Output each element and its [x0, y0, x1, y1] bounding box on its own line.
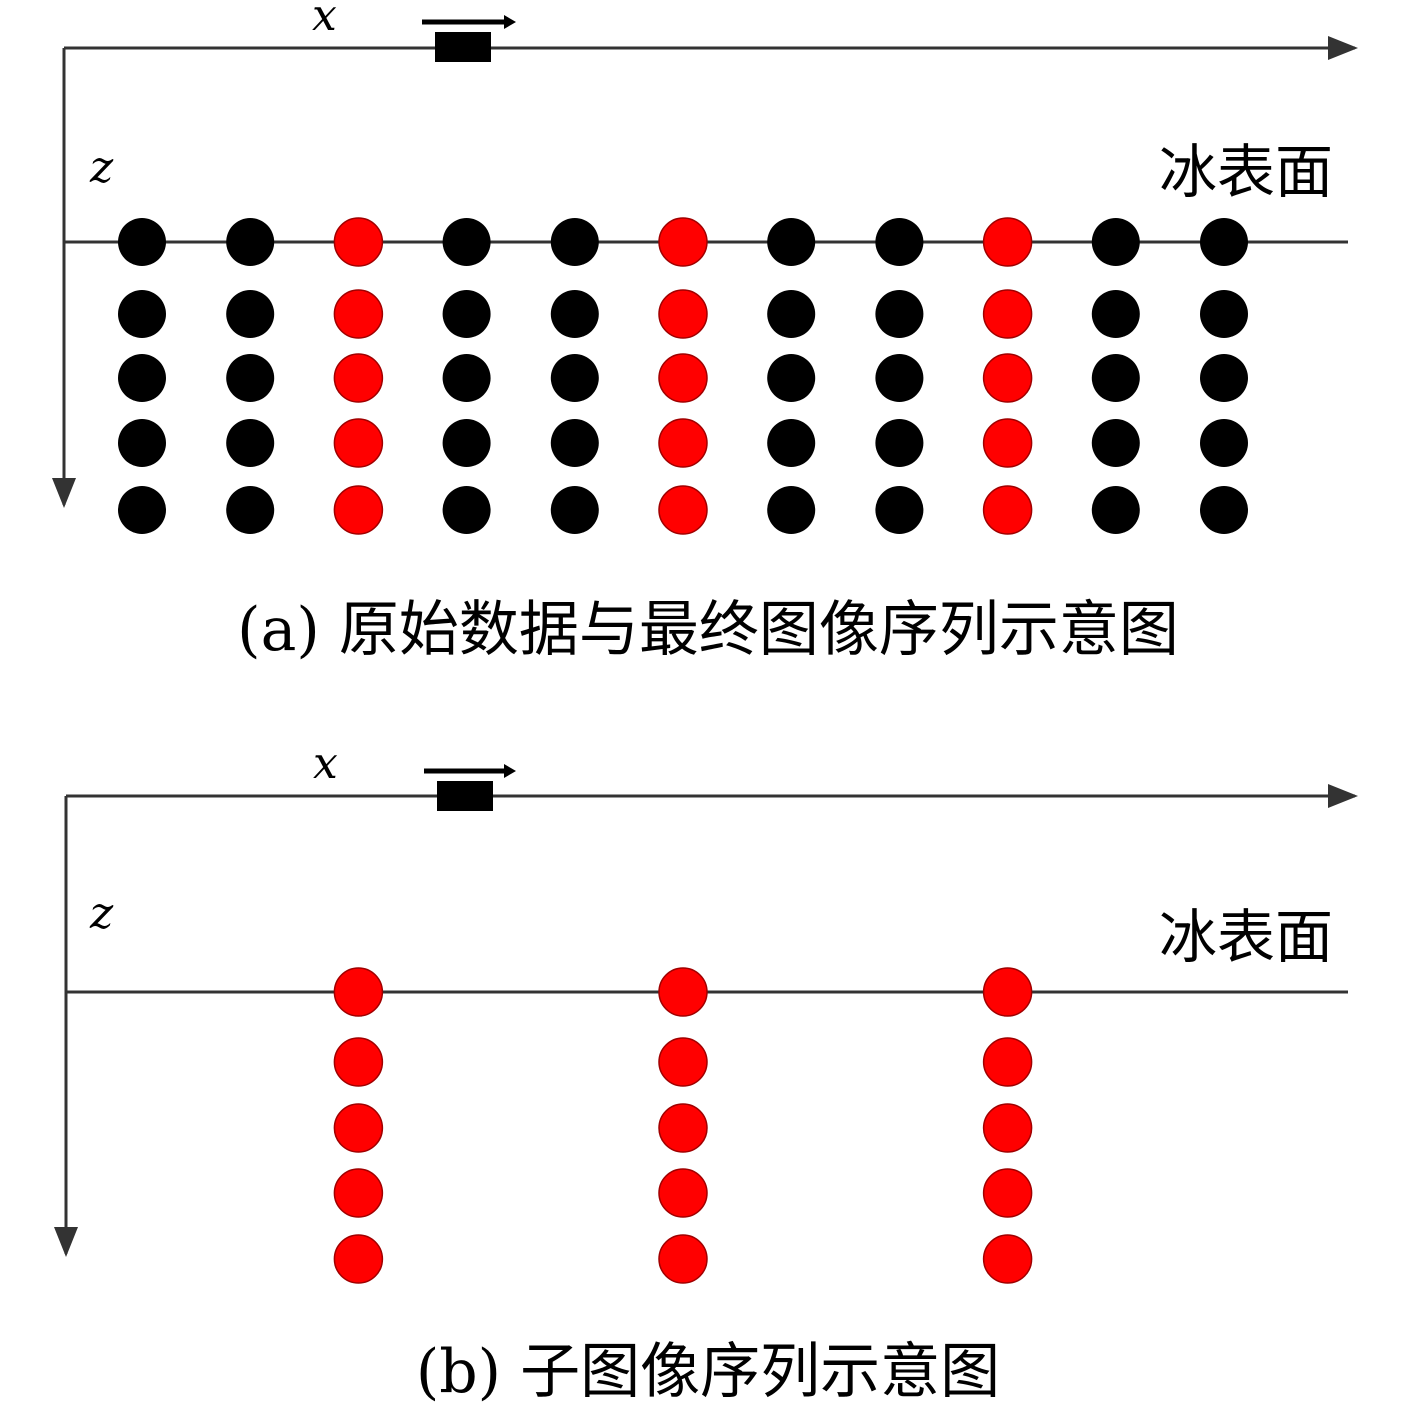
- black-sample-dot: [767, 290, 816, 338]
- panel-a: x z 冰表面 (a) 原始数据与最终图像序列示意图: [52, 0, 1358, 665]
- black-sample-dot: [118, 218, 166, 266]
- red-sample-dot: [982, 289, 1033, 339]
- black-sample-dot: [442, 419, 491, 467]
- sample-dots: [118, 217, 1248, 535]
- red-sample-dot: [658, 1037, 708, 1087]
- black-sample-dot: [767, 354, 816, 402]
- red-sample-dot: [982, 485, 1033, 535]
- red-sample-dot: [333, 353, 384, 403]
- red-sample-dot: [658, 967, 708, 1017]
- black-sample-dot: [1200, 419, 1248, 467]
- black-sample-dot: [442, 290, 491, 338]
- red-sample-dot: [658, 1234, 708, 1284]
- black-sample-dot: [226, 354, 275, 402]
- black-sample-dot: [767, 486, 816, 534]
- black-sample-dot: [550, 354, 599, 402]
- red-sample-dot: [333, 418, 384, 468]
- black-sample-dot: [550, 218, 599, 266]
- x-axis-label: x: [313, 738, 338, 789]
- black-sample-dot: [1200, 218, 1248, 266]
- black-sample-dot: [118, 486, 166, 534]
- red-sample-dot: [658, 217, 708, 267]
- ice-surface-label: 冰表面: [1159, 138, 1333, 206]
- red-sample-dot: [982, 418, 1033, 468]
- red-sample-dot: [982, 1103, 1033, 1153]
- black-sample-dot: [226, 218, 275, 266]
- panel-b: x z 冰表面 (b) 子图像序列示意图: [54, 738, 1358, 1407]
- sample-dots: [333, 967, 1033, 1284]
- red-sample-dot: [658, 353, 708, 403]
- black-sample-dot: [875, 290, 924, 338]
- black-sample-dot: [1200, 290, 1248, 338]
- black-sample-dot: [767, 419, 816, 467]
- x-axis-label: x: [312, 0, 337, 41]
- red-sample-dot: [333, 217, 384, 267]
- black-sample-dot: [1091, 354, 1140, 402]
- black-sample-dot: [118, 419, 166, 467]
- red-sample-dot: [982, 1168, 1033, 1218]
- red-sample-dot: [982, 353, 1033, 403]
- red-sample-dot: [982, 967, 1033, 1017]
- ice-surface-label: 冰表面: [1159, 903, 1333, 971]
- z-axis-label: z: [89, 888, 114, 939]
- black-sample-dot: [875, 486, 924, 534]
- panel-caption: (b) 子图像序列示意图: [416, 1337, 1000, 1407]
- red-sample-dot: [658, 418, 708, 468]
- red-sample-dot: [982, 1037, 1033, 1087]
- radar-antenna-icon: [424, 764, 516, 811]
- black-sample-dot: [875, 354, 924, 402]
- black-sample-dot: [1091, 218, 1140, 266]
- black-sample-dot: [1200, 354, 1248, 402]
- black-sample-dot: [1091, 290, 1140, 338]
- red-sample-dot: [658, 1168, 708, 1218]
- black-sample-dot: [1091, 419, 1140, 467]
- black-sample-dot: [1091, 486, 1140, 534]
- black-sample-dot: [875, 218, 924, 266]
- black-sample-dot: [550, 419, 599, 467]
- red-sample-dot: [333, 1037, 384, 1087]
- black-sample-dot: [226, 290, 275, 338]
- red-sample-dot: [333, 485, 384, 535]
- red-sample-dot: [658, 289, 708, 339]
- black-sample-dot: [226, 419, 275, 467]
- black-sample-dot: [118, 290, 166, 338]
- red-sample-dot: [658, 485, 708, 535]
- radar-antenna-icon: [422, 15, 516, 62]
- black-sample-dot: [226, 486, 275, 534]
- black-sample-dot: [550, 486, 599, 534]
- black-sample-dot: [767, 218, 816, 266]
- black-sample-dot: [442, 486, 491, 534]
- red-sample-dot: [333, 1168, 384, 1218]
- red-sample-dot: [333, 967, 384, 1017]
- black-sample-dot: [442, 354, 491, 402]
- red-sample-dot: [333, 1103, 384, 1153]
- black-sample-dot: [875, 419, 924, 467]
- red-sample-dot: [333, 289, 384, 339]
- black-sample-dot: [118, 354, 166, 402]
- panel-caption: (a) 原始数据与最终图像序列示意图: [237, 595, 1179, 665]
- z-axis-label: z: [89, 142, 114, 193]
- red-sample-dot: [333, 1234, 384, 1284]
- red-sample-dot: [982, 217, 1033, 267]
- black-sample-dot: [550, 290, 599, 338]
- red-sample-dot: [982, 1234, 1033, 1284]
- black-sample-dot: [442, 218, 491, 266]
- red-sample-dot: [658, 1103, 708, 1153]
- black-sample-dot: [1200, 486, 1248, 534]
